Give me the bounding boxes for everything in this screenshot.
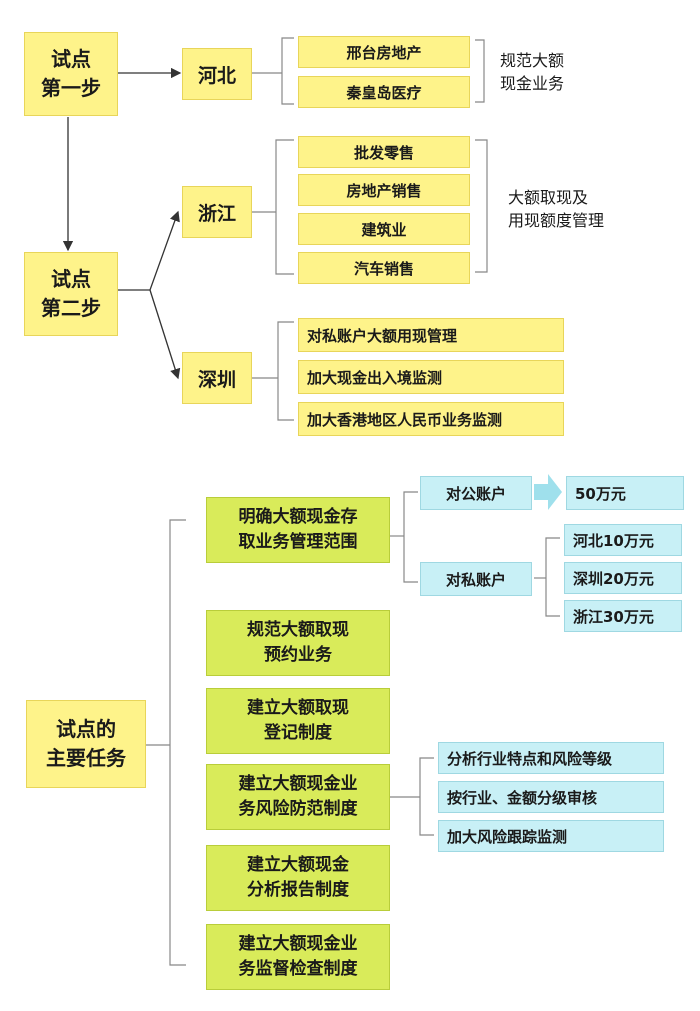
zhejiang-item: 批发零售 bbox=[298, 136, 470, 168]
account-personal: 对私账户 bbox=[420, 562, 532, 596]
task-item: 明确大额现金存 取业务管理范围 bbox=[206, 497, 390, 563]
task-item: 建立大额现金业 务风险防范制度 bbox=[206, 764, 390, 830]
corporate-limit: 50万元 bbox=[566, 476, 684, 510]
shenzhen-item: 加大香港地区人民币业务监测 bbox=[298, 402, 564, 436]
stage-step1: 试点 第一步 bbox=[24, 32, 118, 116]
task-item: 规范大额取现 预约业务 bbox=[206, 610, 390, 676]
zhejiang-item: 房地产销售 bbox=[298, 174, 470, 206]
personal-limit: 深圳20万元 bbox=[564, 562, 682, 594]
shenzhen-item: 对私账户大额用现管理 bbox=[298, 318, 564, 352]
personal-limit: 河北10万元 bbox=[564, 524, 682, 556]
task-item: 建立大额现金业 务监督检查制度 bbox=[206, 924, 390, 990]
account-corporate: 对公账户 bbox=[420, 476, 532, 510]
risk-item: 按行业、金额分级审核 bbox=[438, 781, 664, 813]
risk-item: 加大风险跟踪监测 bbox=[438, 820, 664, 852]
risk-item: 分析行业特点和风险等级 bbox=[438, 742, 664, 774]
personal-limit: 浙江30万元 bbox=[564, 600, 682, 632]
stage-step2: 试点 第二步 bbox=[24, 252, 118, 336]
region-shenzhen: 深圳 bbox=[182, 352, 252, 404]
region-hebei: 河北 bbox=[182, 48, 252, 100]
main-task: 试点的 主要任务 bbox=[26, 700, 146, 788]
hebei-note: 规范大额 现金业务 bbox=[500, 51, 565, 94]
zhejiang-item: 建筑业 bbox=[298, 213, 470, 245]
task-item: 建立大额现金 分析报告制度 bbox=[206, 845, 390, 911]
zhejiang-note: 大额取现及 用现额度管理 bbox=[508, 188, 605, 231]
hebei-item: 邢台房地产 bbox=[298, 36, 470, 68]
hebei-item: 秦皇岛医疗 bbox=[298, 76, 470, 108]
zhejiang-item: 汽车销售 bbox=[298, 252, 470, 284]
shenzhen-item: 加大现金出入境监测 bbox=[298, 360, 564, 394]
region-zhejiang: 浙江 bbox=[182, 186, 252, 238]
task-item: 建立大额取现 登记制度 bbox=[206, 688, 390, 754]
